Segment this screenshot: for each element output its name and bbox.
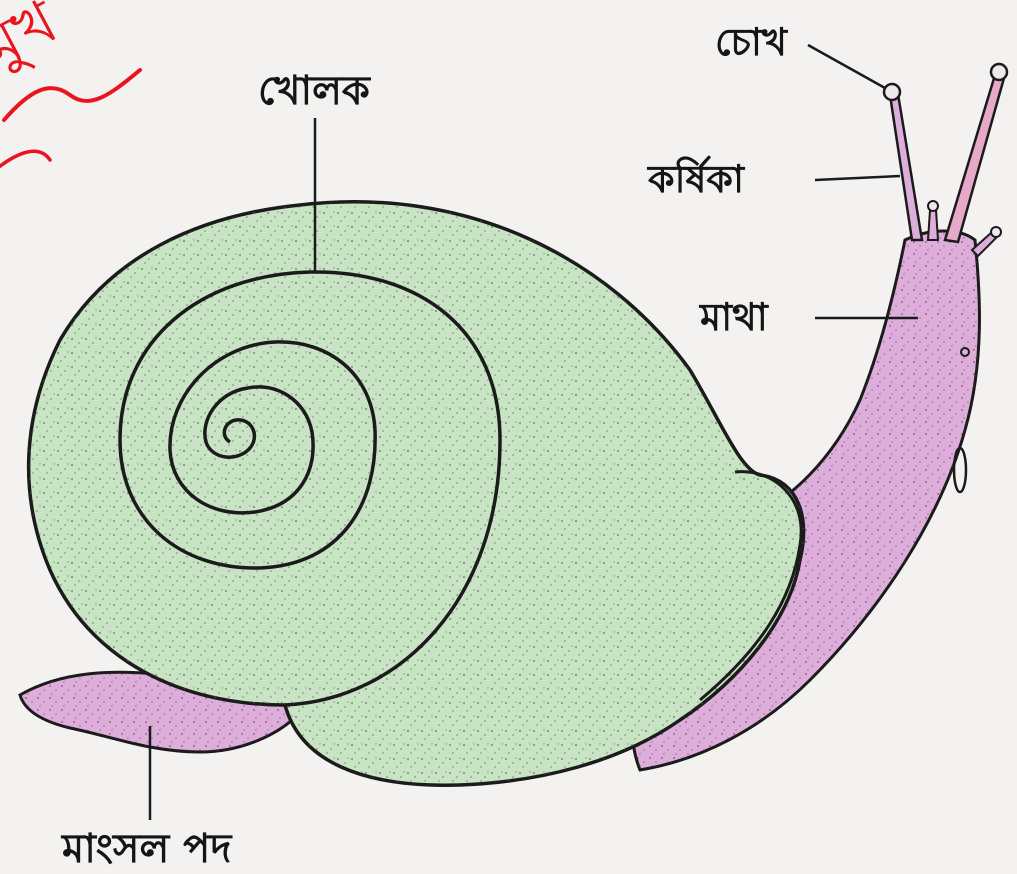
breathing-pore [954, 448, 966, 492]
eye-left [884, 84, 900, 100]
eye-right [991, 64, 1007, 80]
label-eye: চোখ [715, 20, 789, 64]
tentacles [884, 64, 1007, 256]
label-shell: খোলক [258, 68, 372, 114]
handwriting-stroke [4, 70, 140, 120]
handwriting-stroke-2 [0, 151, 50, 170]
leader-eye [808, 45, 885, 88]
label-tentacle: কর্ষিকা [646, 155, 746, 201]
label-foot: মাংসল পদ [60, 826, 233, 872]
handwritten-note: মুখ [0, 0, 70, 84]
leader-tentacle [815, 176, 900, 180]
label-head: মাথা [698, 295, 770, 339]
handwritten-annotation: মুখ [0, 0, 140, 170]
